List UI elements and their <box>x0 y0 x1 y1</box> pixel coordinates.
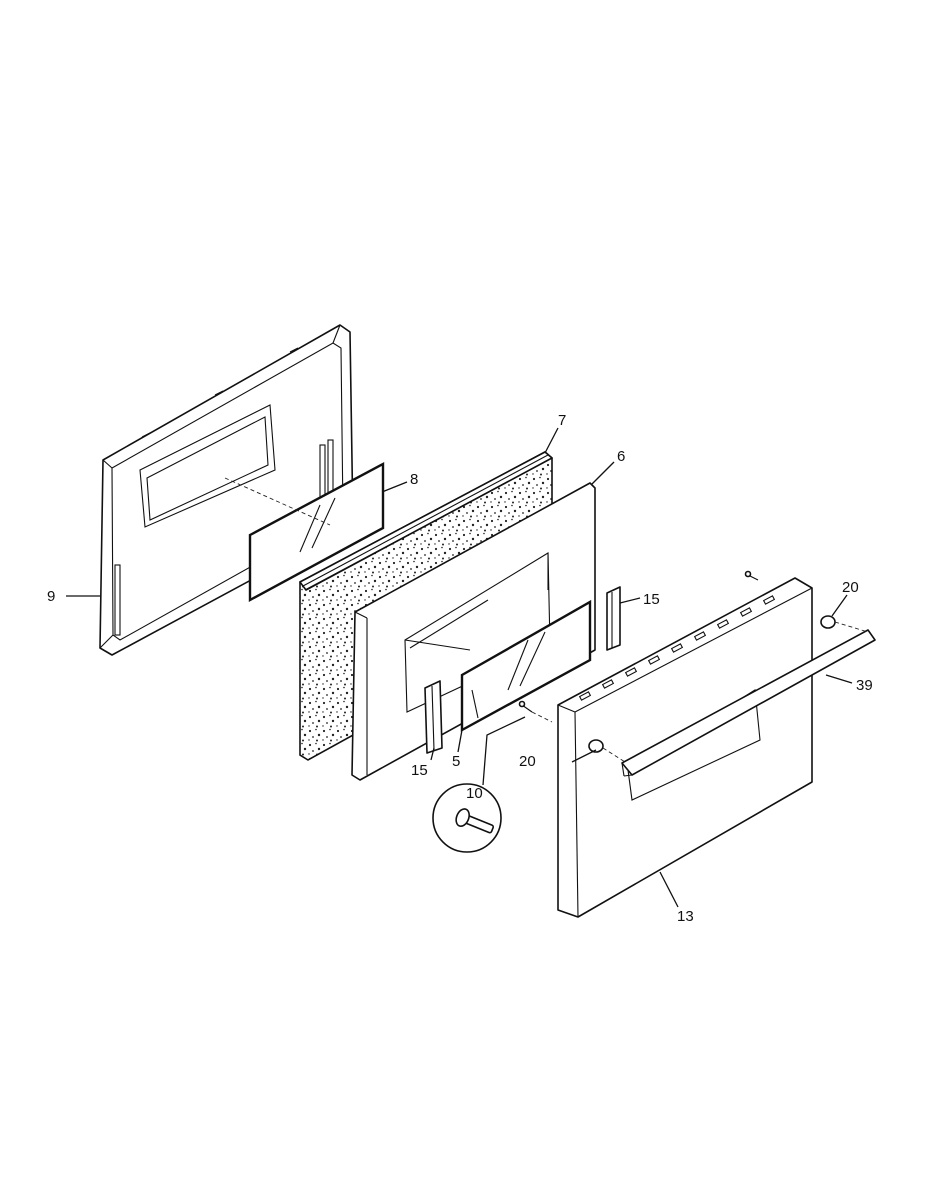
callout-20-right: 20 <box>842 579 859 596</box>
callout-20-left: 20 <box>519 753 536 770</box>
glass-bracket-right <box>606 586 621 651</box>
door-handle <box>621 629 876 777</box>
callout-15-right: 15 <box>643 591 660 608</box>
handle-spacer-right <box>820 615 869 633</box>
callout-39: 39 <box>856 677 873 694</box>
callout-6: 6 <box>617 448 625 465</box>
callout-5: 5 <box>452 753 460 770</box>
window-frame-panel <box>351 482 596 781</box>
callout-10: 10 <box>466 785 483 802</box>
callout-13: 13 <box>677 908 694 925</box>
inner-glass <box>224 461 385 603</box>
callout-8: 8 <box>410 471 418 488</box>
screw-detail-callout <box>432 716 526 853</box>
handle-spacer-left <box>588 739 626 763</box>
top-screw <box>744 570 759 581</box>
callout-9: 9 <box>47 588 55 605</box>
window-glass <box>460 599 592 733</box>
leader-lines <box>66 427 853 908</box>
callout-15-left: 15 <box>411 762 428 779</box>
outer-door-panel <box>557 577 813 918</box>
inner-door-liner <box>99 324 354 656</box>
glass-bracket-left <box>424 680 443 754</box>
callout-7: 7 <box>558 412 566 429</box>
glass-screw <box>518 700 553 723</box>
